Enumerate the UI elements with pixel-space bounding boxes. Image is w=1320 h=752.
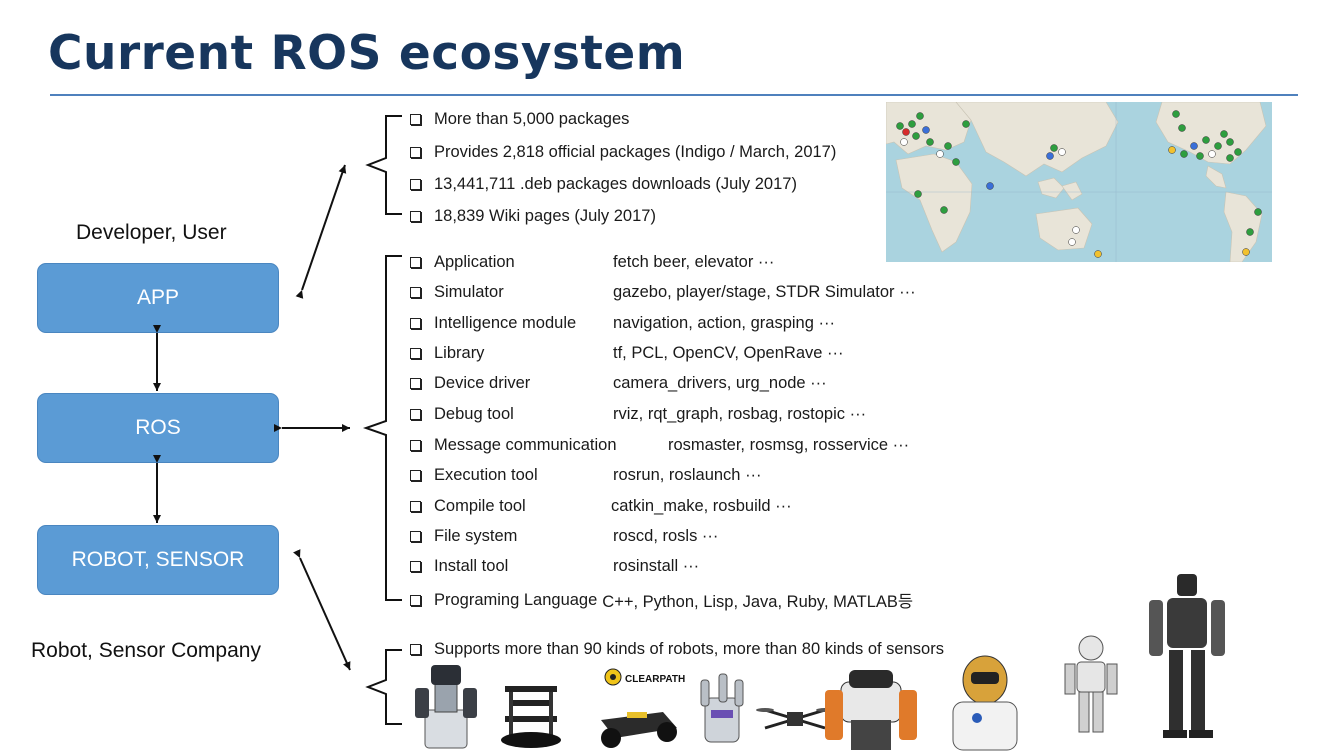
robot-sensor-box: ROBOT, SENSOR [37,525,279,595]
robot-small-humanoid-image [1064,635,1118,733]
checkbox-icon [410,409,421,420]
title-underline [50,94,1298,96]
tools-brace [362,255,402,601]
robot-drone-image [756,708,834,730]
app-stats-arrow [295,164,347,299]
developer-label: Developer, User [76,221,227,244]
robots-brace [365,649,402,725]
robot-hand-image [700,673,744,743]
list-item: Supports more than 90 kinds of robots, m… [410,640,944,659]
list-item: 18,839 Wiki pages (July 2017) [410,207,656,226]
robot-robonaut-image [952,655,1018,751]
checkbox-icon [410,561,421,572]
world-map-image [886,102,1272,262]
checkbox-icon [410,257,421,268]
checkbox-icon [410,378,421,389]
checkbox-icon [410,114,421,125]
checkbox-icon [410,440,421,451]
robot-supports-arrow [293,549,351,671]
robots-image: CLEARPATH [415,574,1225,751]
checkbox-icon [410,211,421,222]
list-item: 13,441,711 .deb packages downloads (July… [410,175,797,194]
checkbox-icon [410,531,421,542]
checkbox-icon [410,287,421,298]
app-box: APP [37,263,279,333]
checkbox-icon [410,147,421,158]
company-label: Robot, Sensor Company [31,639,261,662]
slide-title: Current ROS ecosystem [48,26,686,81]
checkbox-icon [410,348,421,359]
checkbox-icon [410,594,421,606]
list-item: Provides 2,818 official packages (Indigo… [410,143,836,162]
checkbox-icon [410,318,421,329]
robot-clearpath-image: CLEARPATH [601,668,685,748]
checkbox-icon [410,501,421,512]
robot-pr2-image [415,665,477,749]
clearpath-brand-label: CLEARPATH [625,674,685,685]
checkbox-icon [410,644,421,655]
list-item: More than 5,000 packages [410,110,629,129]
robot-tall-humanoid-image [1149,574,1225,738]
robot-turtlebot-image [501,686,561,748]
robot-humanoid-image [825,670,917,750]
stats-brace [365,115,402,215]
checkbox-icon [410,470,421,481]
checkbox-icon [410,179,421,190]
